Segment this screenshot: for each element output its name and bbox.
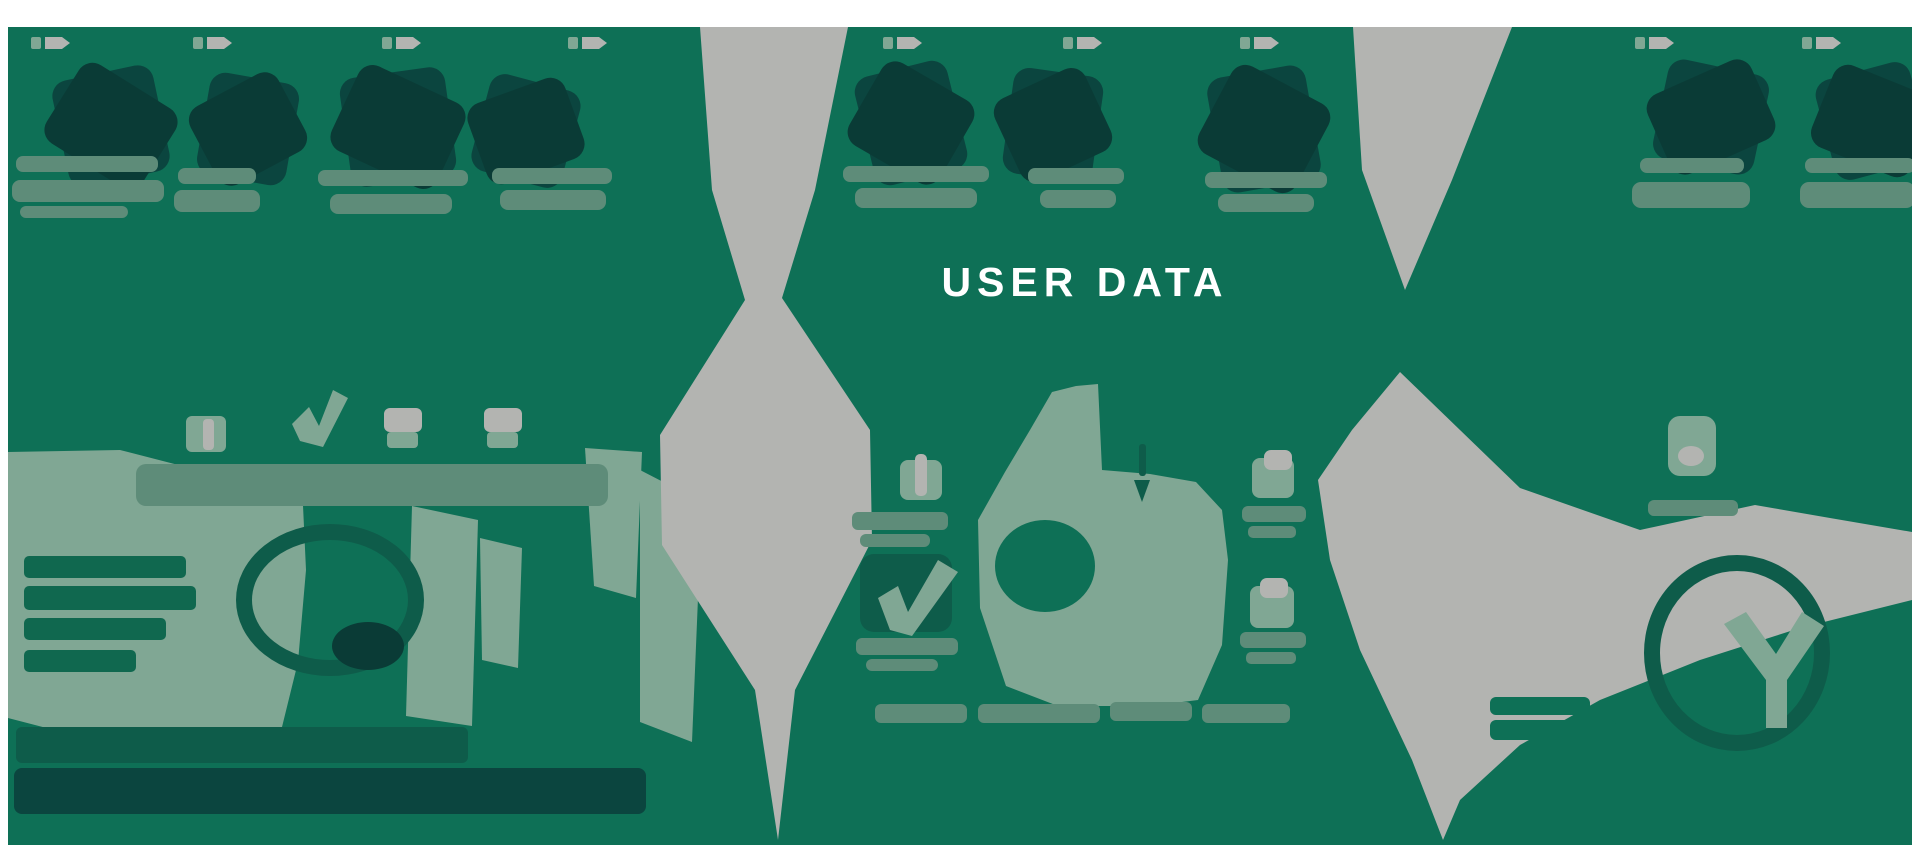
tag-icon-6 — [1063, 37, 1102, 49]
app-label-3b — [330, 194, 452, 214]
app-icon-7 — [1197, 64, 1331, 194]
frame-right — [1912, 27, 1920, 845]
shield-icon — [1668, 416, 1716, 476]
profile-face — [995, 520, 1095, 612]
flag-icon-2-base — [487, 432, 518, 448]
app-icon-5 — [847, 60, 975, 186]
app-label-7b — [1218, 194, 1314, 212]
app-label-1c — [20, 206, 128, 218]
app-label-9a — [1805, 158, 1915, 173]
app-label-5a — [843, 166, 989, 182]
badge-label-1a — [1242, 506, 1306, 522]
tag-icon-7 — [1240, 37, 1279, 49]
frame-top — [0, 0, 1920, 27]
app-label-1b — [12, 180, 164, 202]
app-icon-8 — [1646, 59, 1776, 175]
person-y-icon — [1724, 612, 1824, 728]
app-label-2b — [174, 190, 260, 212]
caption-row-1 — [875, 704, 967, 723]
lock-icon-shackle — [915, 454, 927, 496]
flag-icon-1-base — [387, 432, 418, 448]
donut-chart-icon — [236, 524, 424, 676]
tag-icon-8 — [1635, 37, 1674, 49]
checkbox-label-2 — [866, 659, 938, 671]
app-label-4a — [492, 168, 612, 184]
gray-caption-2 — [1490, 720, 1616, 740]
caption-row-2 — [978, 704, 1100, 723]
flag-icon-1 — [384, 408, 422, 432]
panel-text-row-4 — [24, 650, 136, 672]
lock-label-2 — [860, 534, 930, 547]
profile-blob — [978, 384, 1228, 706]
badge-icon-1-fold — [1264, 450, 1292, 470]
checkbox-icon — [860, 554, 952, 632]
badge-label-1b — [1248, 526, 1296, 538]
badge-icon-2-fold — [1260, 578, 1288, 598]
down-arrow-left — [660, 27, 872, 840]
down-arrow-right — [1318, 372, 1912, 840]
tag-icon-5 — [883, 37, 922, 49]
app-label-2a — [178, 168, 256, 184]
headline-row-1 — [16, 727, 468, 763]
app-label-6a — [1028, 168, 1124, 184]
tag-icon-2 — [193, 37, 232, 49]
check-icon — [292, 390, 348, 447]
app-label-5b — [855, 188, 977, 208]
tag-icon-4 — [568, 37, 607, 49]
location-pin-point — [1134, 480, 1150, 502]
app-label-7a — [1205, 172, 1327, 188]
frame-bottom — [0, 845, 1920, 865]
down-arrow-right-top — [1353, 27, 1512, 290]
notebook-icon-spine — [203, 419, 214, 450]
shield-label — [1648, 500, 1738, 516]
checkbox-check — [878, 560, 958, 636]
app-label-1a — [16, 156, 158, 172]
tag-icon-1 — [31, 37, 70, 49]
caption-row-4 — [1202, 704, 1290, 723]
sage-column-1 — [406, 506, 478, 726]
badge-label-2b — [1246, 652, 1296, 664]
shield-icon-emblem — [1678, 446, 1704, 466]
app-label-4b — [500, 190, 606, 210]
tag-icon-9 — [1802, 37, 1841, 49]
panel-text-row-1 — [24, 556, 186, 578]
app-icon-4 — [467, 74, 585, 188]
app-label-8b — [1632, 182, 1750, 208]
badge-label-2a — [1240, 632, 1306, 648]
app-label-3a — [318, 170, 468, 186]
app-icon-3 — [330, 65, 466, 189]
donut-chart-segment — [332, 622, 404, 670]
flag-icon-2 — [484, 408, 522, 432]
app-icon-2 — [188, 72, 308, 186]
panel-text-row-2 — [24, 586, 196, 610]
checkbox-label-1 — [856, 638, 958, 655]
caption-row-3 — [1110, 702, 1192, 721]
magnifier-circle-icon — [1644, 555, 1830, 751]
sage-column-2 — [480, 538, 522, 668]
app-icon-9 — [1810, 62, 1920, 180]
app-label-6b — [1040, 190, 1116, 208]
app-icon-6 — [993, 67, 1113, 183]
tag-icon-3 — [382, 37, 421, 49]
location-pin — [1139, 444, 1146, 476]
gray-caption-1 — [1490, 697, 1590, 715]
panel-text-row-3 — [24, 618, 166, 640]
headline-row-2 — [14, 768, 646, 814]
app-label-8a — [1640, 158, 1744, 173]
page-title: USER DATA — [941, 259, 1229, 305]
caption-band — [136, 464, 608, 506]
app-label-9b — [1800, 182, 1915, 208]
frame-left — [0, 27, 8, 845]
lock-label-1 — [852, 512, 948, 530]
